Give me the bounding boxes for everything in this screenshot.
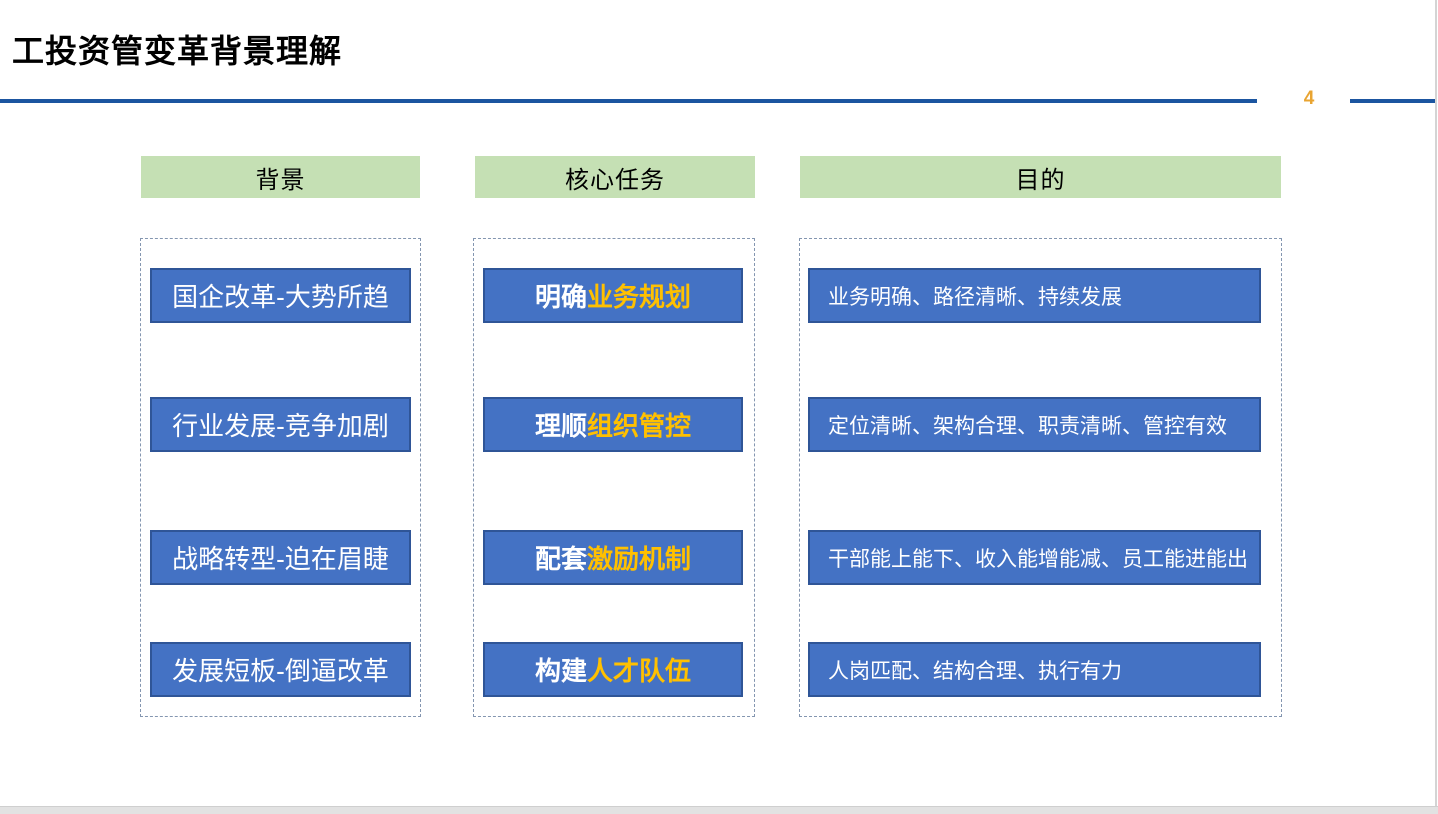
core-tasks-column-panel: 明确业务规划 理顺组织管控 配套激励机制 构建人才队伍 <box>473 238 755 717</box>
item-text-highlight: 人才队伍 <box>587 656 692 686</box>
title-underline-left <box>0 99 1257 103</box>
item-box: 配套激励机制 <box>483 530 743 585</box>
page-number: 4 <box>1303 88 1315 109</box>
item-box: 国企改革-大势所趋 <box>150 268 411 323</box>
item-text-prefix: 理顺 <box>534 411 587 441</box>
item-text: 定位清晰、架构合理、职责清晰、管控有效 <box>828 414 1227 438</box>
column-header-core-tasks: 核心任务 <box>475 156 755 198</box>
item-box: 业务明确、路径清晰、持续发展 <box>808 268 1261 323</box>
item-text-highlight: 激励机制 <box>587 544 692 574</box>
background-column-panel: 国企改革-大势所趋 行业发展-竞争加剧 战略转型-迫在眉睫 发展短板-倒逼改革 <box>140 238 421 717</box>
item-box: 行业发展-竞争加剧 <box>150 397 411 452</box>
page-title: 工投资管变革背景理解 <box>12 33 343 69</box>
column-header-background: 背景 <box>141 156 420 198</box>
item-text: 国企改革-大势所趋 <box>172 282 389 312</box>
column-header-label: 背景 <box>255 166 306 194</box>
item-text-prefix: 明确 <box>534 282 587 312</box>
window-right-edge <box>1435 0 1437 806</box>
column-header-purpose: 目的 <box>800 156 1281 198</box>
item-text-prefix: 配套 <box>534 544 587 574</box>
item-box: 定位清晰、架构合理、职责清晰、管控有效 <box>808 397 1261 452</box>
item-text: 人岗匹配、结构合理、执行有力 <box>828 659 1122 683</box>
column-header-label: 目的 <box>1015 166 1066 194</box>
item-box: 理顺组织管控 <box>483 397 743 452</box>
item-box: 明确业务规划 <box>483 268 743 323</box>
item-text: 干部能上能下、收入能增能减、员工能进能出 <box>828 547 1248 571</box>
item-box: 战略转型-迫在眉睫 <box>150 530 411 585</box>
item-text: 业务明确、路径清晰、持续发展 <box>828 285 1122 309</box>
item-text: 战略转型-迫在眉睫 <box>172 544 389 574</box>
title-underline-right <box>1350 99 1436 103</box>
column-header-label: 核心任务 <box>565 166 665 194</box>
item-text: 发展短板-倒逼改革 <box>172 656 389 686</box>
item-text: 行业发展-竞争加剧 <box>172 411 389 441</box>
item-box: 构建人才队伍 <box>483 642 743 697</box>
item-box: 发展短板-倒逼改革 <box>150 642 411 697</box>
item-box: 干部能上能下、收入能增能减、员工能进能出 <box>808 530 1261 585</box>
purpose-column-panel: 业务明确、路径清晰、持续发展 定位清晰、架构合理、职责清晰、管控有效 干部能上能… <box>799 238 1282 717</box>
window-bottom-bar <box>0 806 1438 814</box>
item-text-prefix: 构建 <box>534 656 587 686</box>
item-box: 人岗匹配、结构合理、执行有力 <box>808 642 1261 697</box>
item-text-highlight: 组织管控 <box>587 411 692 441</box>
item-text-highlight: 业务规划 <box>587 282 692 312</box>
